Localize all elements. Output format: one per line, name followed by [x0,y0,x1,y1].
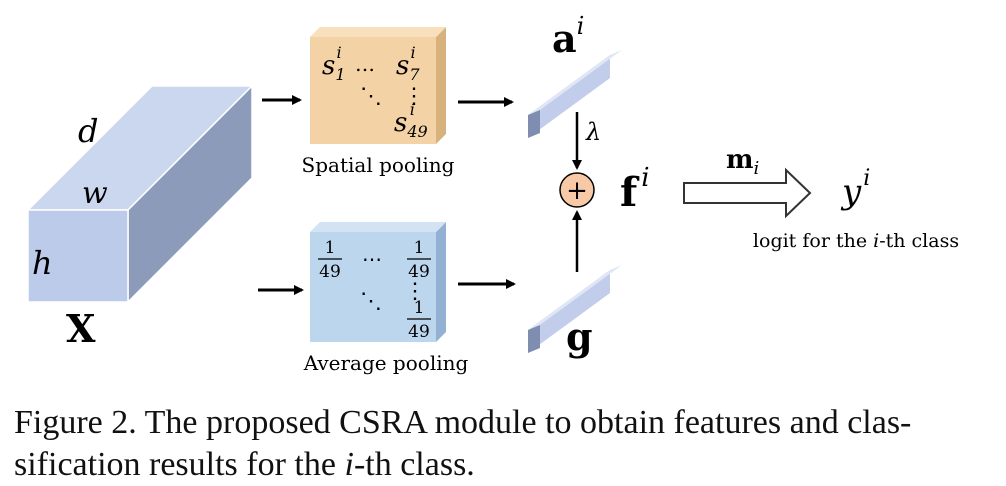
spatial-box-top [310,27,446,37]
a-bar-side [528,110,540,138]
dim-d-label: d [78,112,98,150]
classifier-hollow-arrow [683,167,812,219]
caption-text-pre: Figure 2. The proposed CSRA module to ob… [14,404,912,483]
average-vector-g [528,265,622,353]
average-vdots: ⋮ [404,279,426,304]
spatial-box-side [436,27,446,144]
frac-numerator: 1 [414,238,425,258]
spatial-pooling-box [310,27,446,144]
lambda-label: λ [585,118,601,146]
average-pooling-label: Average pooling [303,351,469,375]
g-bar-front [528,270,610,353]
feature-map-cube [26,84,254,304]
attention-vector-a [528,50,622,138]
average-box-front [310,232,436,342]
average-ddots: ⋱ [360,289,382,314]
caption-text-post: -th class. [353,446,475,483]
g-bar-side [528,325,540,353]
spatial-s-49: s49i [394,100,428,141]
average-box-top [310,222,446,232]
sum-circle [559,172,595,208]
frac-denominator: 49 [319,262,341,282]
input-x-label: X [66,306,96,351]
dim-h-label: h [32,244,53,282]
output-description: logit for the i-th class [753,230,959,252]
average-hdots: ⋯ [362,247,382,271]
average-frac-bottom-right: 1 49 [407,298,431,342]
frac-denominator: 49 [408,262,430,282]
average-pooling-box [310,222,446,342]
a-bar-front [528,55,610,138]
spatial-pooling-label: Spatial pooling [302,153,455,177]
m-weight-label: mi [726,145,759,179]
spatial-vdots: ⋮ [403,84,425,109]
caption-text-italic: i [344,446,354,483]
dim-w-label: w [82,176,108,211]
g-vector-label: g [566,314,593,359]
frac-numerator: 1 [325,238,336,258]
spatial-hdots: … [355,52,375,76]
a-vector-label: ai [552,12,584,61]
average-box-side [436,222,446,342]
average-frac-top-left: 1 49 [318,238,342,282]
frac-numerator: 1 [414,298,425,318]
cube-front-face [27,209,129,303]
sum-plus: + [566,176,588,206]
frac-denominator: 49 [408,322,430,342]
spatial-s-1: s1i [322,43,346,84]
output-y-label: yi [840,166,870,212]
spatial-ddots: ⋱ [360,84,382,109]
g-bar-top [528,265,622,330]
figure-caption: Figure 2. The proposed CSRA module to ob… [14,402,999,486]
spatial-s-7: s7i [396,43,420,84]
spatial-box-front [310,37,436,144]
a-bar-top [528,50,622,115]
average-frac-top-right: 1 49 [407,238,431,282]
